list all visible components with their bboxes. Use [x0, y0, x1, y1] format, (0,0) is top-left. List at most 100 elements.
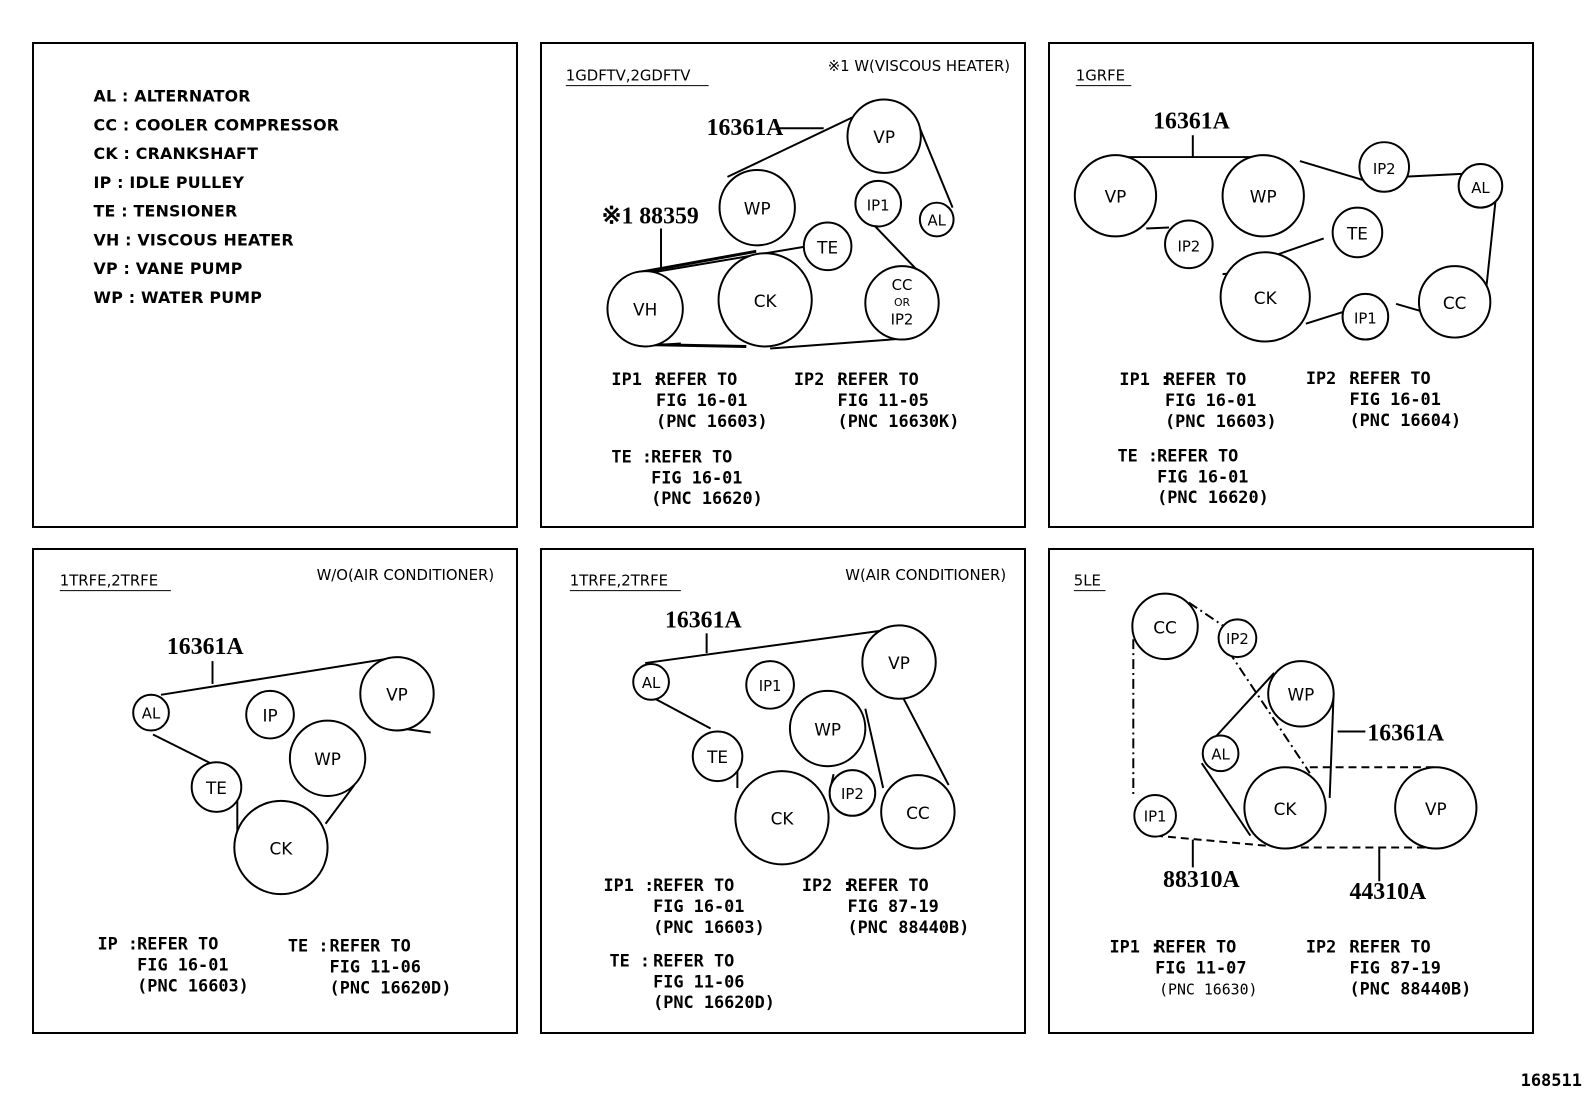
pulleys — [632, 624, 956, 866]
svg-text:IP1 :: IP1 : — [603, 875, 654, 895]
pulleys — [606, 98, 955, 348]
condition-label: W(AIR CONDITIONER) — [845, 566, 1006, 584]
part-number-88310a: 88310A — [1163, 867, 1240, 893]
pulley-label-vp: VP — [1105, 187, 1127, 207]
pulley-label-al: AL — [927, 211, 946, 229]
pulley-ck — [717, 252, 813, 348]
pulley-ck — [1219, 251, 1311, 343]
svg-text:(PNC 16620D): (PNC 16620D) — [330, 977, 452, 997]
svg-text:REFER TO: REFER TO — [653, 951, 734, 971]
svg-text:FIG 11-06: FIG 11-06 — [330, 956, 421, 976]
note-ip1: IP1 : REFER TO FIG 16-01 (PNC 16603) — [611, 369, 767, 431]
svg-text:REFER TO: REFER TO — [137, 934, 218, 954]
pulley-label-al: AL — [1471, 179, 1490, 197]
pulley-label-te: TE — [205, 778, 227, 798]
pulley-label-cc: CC — [892, 276, 913, 294]
pulley-ip2-upper — [1358, 141, 1411, 193]
pulley-label-vp: VP — [888, 653, 910, 673]
panel-1gdftv: 1GDFTV,2GDFTV ※1 W(VISCOUS HEATER) VP — [540, 42, 1026, 528]
pulley-te — [802, 221, 853, 272]
pulley-ck — [233, 799, 329, 896]
note-ip2: IP2 : REFER TO FIG 87-19 (PNC 88440B) — [1306, 937, 1471, 999]
pulley-wp — [1221, 154, 1305, 238]
pulley-label-ip2-upper: IP2 — [1373, 160, 1396, 178]
pulley-vp — [1073, 154, 1158, 238]
svg-text:(PNC 88440B): (PNC 88440B) — [847, 917, 969, 937]
svg-text:IP1 :: IP1 : — [1119, 369, 1170, 389]
pulley-label-te: TE — [1346, 223, 1368, 243]
pulley-ip1 — [745, 660, 795, 710]
svg-text:REFER TO: REFER TO — [1350, 368, 1431, 388]
note-ip1: IP1 : REFER TO FIG 16-01 (PNC 16603) — [1119, 369, 1276, 431]
pulley-label-or: OR — [894, 296, 911, 309]
svg-text:FIG 87-19: FIG 87-19 — [1350, 957, 1441, 977]
svg-text:(PNC 16603): (PNC 16603) — [1165, 411, 1277, 431]
panel-5le: 5LE CC IP2 — [1048, 548, 1534, 1034]
svg-text:TE :: TE : — [1117, 446, 1158, 466]
svg-text:REFER TO: REFER TO — [1157, 446, 1238, 466]
pulley-ck — [1243, 766, 1327, 850]
pulley-ip1 — [854, 179, 903, 228]
pulley-al — [1201, 734, 1240, 773]
pulley-te — [1331, 206, 1384, 259]
engine-label: 5LE — [1074, 572, 1101, 590]
engine-label: 1GRFE — [1076, 67, 1125, 85]
pulley-ip2 — [1217, 618, 1258, 659]
svg-text:IP2 :: IP2 : — [794, 369, 845, 389]
pulley-ck — [734, 770, 830, 866]
pulley-wp — [1267, 660, 1335, 728]
pulley-label-ip: IP — [262, 706, 277, 726]
pulleys — [1131, 592, 1478, 850]
part-number-16361a: 16361A — [167, 634, 244, 660]
pulley-label-vh: VH — [633, 300, 657, 320]
svg-text:TE :: TE : — [611, 447, 652, 467]
svg-text:REFER TO: REFER TO — [330, 936, 411, 956]
svg-text:REFER TO: REFER TO — [838, 369, 919, 389]
svg-text:(PNC 16620): (PNC 16620) — [1157, 487, 1269, 507]
pulley-label-wp: WP — [314, 749, 341, 769]
pulley-vp — [359, 656, 435, 732]
diagram-5le: 5LE CC IP2 — [1073, 572, 1478, 999]
note-te: TE : REFER TO FIG 11-06 (PNC 16620D) — [288, 936, 451, 998]
svg-text:REFER TO: REFER TO — [656, 369, 737, 389]
panel-1grfe: 1GRFE VP WP IP2 — [1048, 42, 1534, 528]
note-te: TE : REFER TO FIG 16-01 (PNC 16620) — [1117, 446, 1268, 508]
pulley-label-al: AL — [142, 705, 161, 723]
legend-item-vh: VH : VISCOUS HEATER — [94, 230, 294, 249]
pulley-label-wp: WP — [1287, 685, 1314, 705]
pulley-label-wp: WP — [814, 719, 841, 739]
pulley-label-vp: VP — [1425, 799, 1447, 819]
legend-panel: AL : ALTERNATOR CC : COOLER COMPRESSOR C… — [32, 42, 518, 528]
svg-text:(PNC 16620D): (PNC 16620D) — [653, 992, 775, 1012]
svg-text:FIG 16-01: FIG 16-01 — [137, 955, 228, 975]
pulley-label-ck: CK — [754, 291, 778, 311]
pulley-te — [190, 761, 243, 813]
pulley-ip2 — [828, 769, 877, 817]
note-ip2: IP2 : REFER TO FIG 11-05 (PNC 16630K) — [794, 369, 959, 431]
svg-text:FIG 87-19: FIG 87-19 — [847, 896, 938, 916]
legend-item-al: AL : ALTERNATOR — [94, 87, 251, 106]
condition-label: ※1 W(VISCOUS HEATER) — [828, 57, 1010, 75]
note-ip2: IP2 : REFER TO FIG 16-01 (PNC 16604) — [1306, 368, 1461, 430]
pulley-label-wp: WP — [744, 199, 771, 219]
svg-text:TE :: TE : — [288, 936, 329, 956]
pulley-label-cc: CC — [906, 803, 930, 823]
svg-text:FIG 16-01: FIG 16-01 — [653, 896, 744, 916]
svg-text:REFER TO: REFER TO — [847, 875, 928, 895]
diagram-1grfe: 1GRFE VP WP IP2 — [1073, 67, 1504, 508]
svg-text:REFER TO: REFER TO — [653, 875, 734, 895]
svg-text:FIG 16-01: FIG 16-01 — [1157, 466, 1248, 486]
part-number-44310a: 44310A — [1350, 879, 1427, 905]
pulley-label-ip2-lower: IP2 — [1177, 237, 1200, 255]
pulley-cc — [1131, 592, 1199, 661]
svg-text:FIG 11-07: FIG 11-07 — [1155, 957, 1246, 977]
legend-item-te: TE : TENSIONER — [94, 202, 238, 221]
panel-1trfe-w-ac: 1TRFE,2TRFE W(AIR CONDITIONER) AL IP1 VP… — [540, 548, 1026, 1034]
pulley-label-te: TE — [816, 237, 838, 257]
pulley-label-wp: WP — [1250, 187, 1277, 207]
pulley-label-ck: CK — [1254, 288, 1278, 308]
pulleys — [132, 656, 435, 896]
note-te: TE : REFER TO FIG 11-06 (PNC 16620D) — [609, 951, 774, 1013]
svg-text:FIG 16-01: FIG 16-01 — [1165, 390, 1256, 410]
svg-text:(PNC 16604): (PNC 16604) — [1350, 410, 1462, 430]
